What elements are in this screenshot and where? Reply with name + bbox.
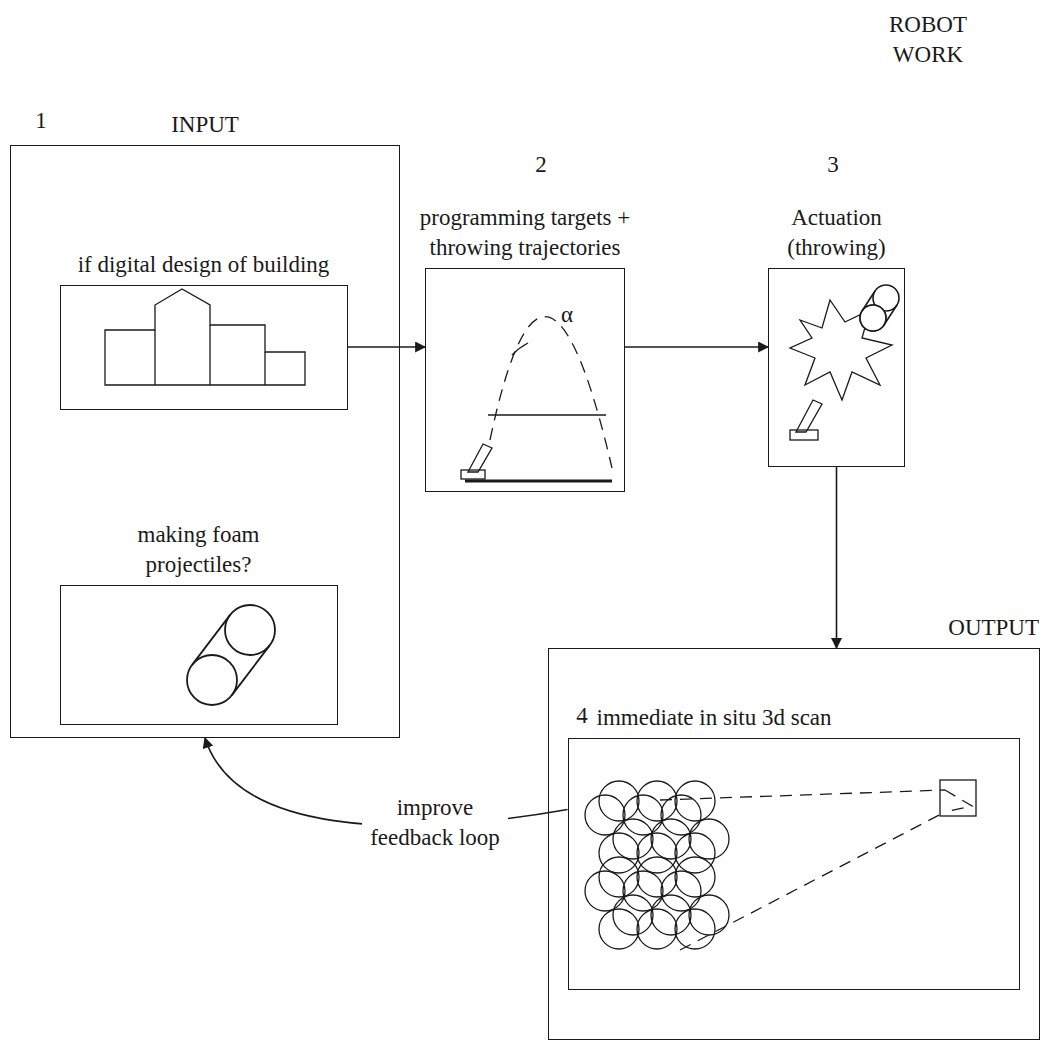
scanned-cylinder	[585, 871, 625, 911]
step-heading: INPUT	[140, 110, 270, 140]
angle-symbol: α	[552, 300, 582, 330]
scanned-cylinder	[623, 795, 663, 835]
foam-cylinder	[187, 605, 275, 705]
step-heading: programming targets + throwing trajector…	[409, 203, 641, 263]
input-panel: INPUTif digital design of buildingmaking…	[10, 145, 400, 738]
step-heading: making foam projectiles?	[84, 520, 314, 580]
callout-number: 3	[818, 150, 848, 180]
callout-number: 4	[570, 701, 594, 731]
scanned-cylinder	[675, 909, 715, 949]
scanned-cylinder	[661, 795, 701, 835]
design-box: if digital design of building	[60, 285, 348, 410]
scanned-cylinder	[585, 795, 625, 835]
scan-box: immediate in situ 3d scan	[568, 738, 1020, 990]
heading-holder: programming targets + throwing trajector…	[409, 203, 641, 263]
step-heading: immediate in situ 3d scan	[597, 703, 977, 733]
scanned-cylinder	[599, 833, 639, 873]
scan-sketch	[585, 780, 976, 950]
scanned-cylinder	[661, 871, 701, 911]
building-walls	[155, 325, 265, 385]
flow-arrow	[836, 467, 838, 648]
scanned-cylinder	[599, 909, 639, 949]
heading-holder: INPUT	[140, 110, 270, 140]
projectile-box: making foam projectiles?	[60, 585, 338, 725]
heading-holder: Actuation (throwing)	[757, 203, 917, 263]
heading-holder: making foam projectiles?	[84, 520, 314, 580]
flow-arrow	[625, 346, 768, 348]
scanned-cylinder	[637, 833, 677, 873]
throwing-sketch	[790, 285, 899, 440]
scanned-cylinder	[637, 909, 677, 949]
robot-work-label: ROBOT WORK	[858, 10, 998, 70]
step-heading: Actuation (throwing)	[757, 203, 917, 263]
step-heading: OUTPUT	[839, 613, 1039, 643]
flow-arrow	[348, 346, 426, 348]
callout-number: 1	[26, 106, 56, 136]
programming-box: programming targets + throwing trajector…	[425, 268, 625, 492]
building-outline	[105, 289, 305, 385]
output-panel: OUTPUTimmediate in situ 3d scan	[548, 648, 1040, 1040]
heading-holder: if digital design of building	[69, 250, 339, 280]
step-heading: if digital design of building	[69, 250, 339, 280]
trajectory-sketch	[461, 317, 612, 481]
scanned-cylinder	[623, 871, 663, 911]
scanned-cylinder	[675, 833, 715, 873]
callout-number: 2	[526, 150, 556, 180]
heading-holder: immediate in situ 3d scan	[597, 703, 977, 733]
actuation-box: Actuation (throwing)	[768, 268, 905, 467]
edge-label: improve feedback loop	[362, 792, 508, 854]
heading-holder: OUTPUT	[839, 613, 1039, 643]
